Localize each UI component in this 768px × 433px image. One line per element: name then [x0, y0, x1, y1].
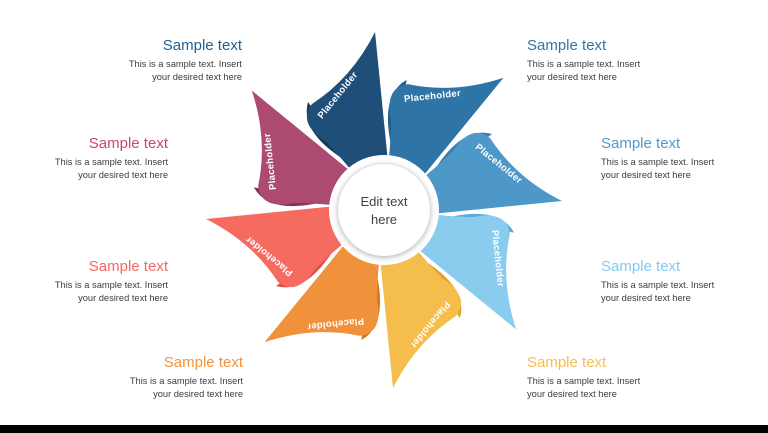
center-text-line1: Edit text [361, 194, 408, 209]
body-text-line2: your desired text here [527, 388, 617, 399]
sample-heading: Sample text [601, 135, 681, 152]
body-text-line2: your desired text here [78, 292, 168, 303]
bottom-bar [0, 425, 768, 433]
center-circle[interactable] [338, 164, 430, 256]
body-text-line2: your desired text here [527, 71, 617, 82]
text-block-bottom-right[interactable]: Sample text This is a sample text. Inser… [527, 354, 687, 400]
sample-heading: Sample text [601, 258, 681, 275]
body-text-line1: This is a sample text. Insert [128, 59, 242, 69]
body-text-line2: your desired text here [78, 169, 168, 180]
text-block-bottom-left[interactable]: Sample text This is a sample text. Inser… [83, 354, 243, 400]
text-block-top-left[interactable]: Sample text This is a sample text. Inser… [82, 37, 242, 83]
body-text-line1: This is a sample text. Insert [54, 280, 168, 290]
body-text-line1: This is a sample text. Insert [54, 157, 168, 167]
body-text-line1: This is a sample text. Insert [601, 157, 715, 167]
text-block-middle-left[interactable]: Sample text This is a sample text. Inser… [8, 135, 168, 181]
body-text-line2: your desired text here [153, 388, 243, 399]
sample-heading: Sample text [88, 135, 168, 152]
body-text-line2: your desired text here [601, 169, 691, 180]
body-text-line1: This is a sample text. Insert [129, 376, 243, 386]
sample-heading: Sample text [527, 37, 607, 54]
text-block-middle-right[interactable]: Sample text This is a sample text. Inser… [601, 135, 761, 181]
body-text-line1: This is a sample text. Insert [601, 280, 715, 290]
sample-heading: Sample text [163, 354, 243, 371]
body-text-line1: This is a sample text. Insert [527, 376, 641, 386]
body-text-line1: This is a sample text. Insert [527, 59, 641, 69]
sample-heading: Sample text [162, 37, 242, 54]
sample-heading: Sample text [88, 258, 168, 275]
body-text-line2: your desired text here [601, 292, 691, 303]
text-block-lower-left[interactable]: Sample text This is a sample text. Inser… [8, 258, 168, 304]
text-block-top-right[interactable]: Sample text This is a sample text. Inser… [527, 37, 687, 83]
center-text-line2: here [371, 212, 397, 227]
text-block-lower-right[interactable]: Sample text This is a sample text. Inser… [601, 258, 761, 304]
body-text-line2: your desired text here [152, 71, 242, 82]
sample-heading: Sample text [527, 354, 607, 371]
